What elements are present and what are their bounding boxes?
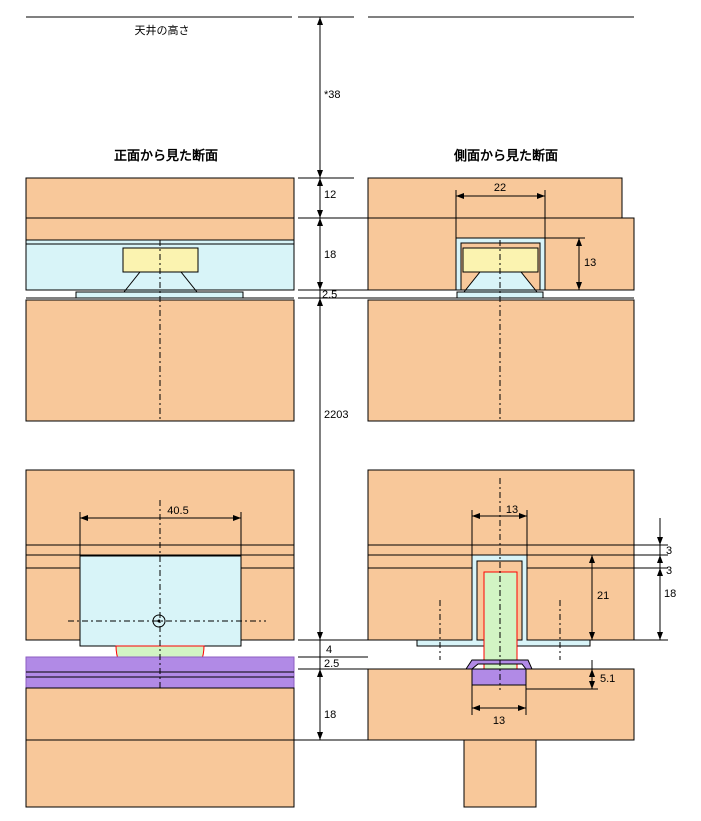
dim-22-label: 22 [494,182,506,194]
side-door-upper [367,299,635,422]
front-upper-wood [25,177,295,241]
dim-13-bottom-arrow-left [472,705,480,711]
side-rail-block [471,668,527,686]
dim-22-arrow-left [456,193,464,199]
dim-13-mid-arrow-right [519,513,527,519]
dim-13-top-arrow-down [576,282,582,290]
dim-21-label: 21 [597,590,609,602]
dim-13-mid-arrow-left [472,513,480,519]
dim-38-arrow-bottom [317,170,323,178]
dim-13-bottom-label: 13 [493,715,505,727]
dim-2203-label: 2203 [324,409,348,421]
dim-4-label: 4 [326,644,332,656]
dim-18-right-arrow-down [657,632,663,640]
dim-3a-arrow-down [657,537,663,545]
dim-13-top-label: 13 [584,257,596,269]
dim-3b-label: 3 [666,565,672,577]
dim-5-1-arrow-up [589,669,595,677]
front-section-title: 正面から見た断面 [114,148,218,163]
dim-13-top-arrow-up [576,238,582,246]
ceiling-height-label: 天井の高さ [135,23,190,37]
dim-3b-arrow-up [657,568,663,576]
dim-18-top-label: 18 [324,249,336,261]
dim-13-bottom-arrow-right [518,705,526,711]
dim-40-5-label: 40.5 [167,505,188,517]
dim-12-arrow-top [317,178,323,186]
dim-21-arrow-down [589,632,595,640]
dim-40-5-arrow-right [233,515,241,521]
front-door-upper [25,299,295,422]
dim-3a-label: 3 [666,545,672,557]
dim-18-right-label: 18 [664,588,676,600]
side-post [463,739,537,808]
dim-2203-arrow-bottom [317,632,323,640]
dim-18-bottom-label: 18 [324,709,336,721]
dim-5-1-label: 5.1 [600,673,615,685]
labels: 天井の高さ 正面から見た断面 側面から見た断面 *38 12 18 2.5 22… [114,23,676,727]
dim-18b-arrow-bottom [317,732,323,740]
dim-12-arrow-bottom [317,210,323,218]
front-floor [25,687,295,808]
dim-13-mid-label: 13 [506,504,518,516]
side-view [367,177,668,808]
dim-2203-arrow-top [317,298,323,306]
dim-2-5-bottom-label: 2.5 [324,658,339,670]
dim-38-label: *38 [324,89,341,101]
dim-38-arrow-top [317,17,323,25]
dim-18-arrow-bottom [317,282,323,290]
dim-2-5-top-label: 2.5 [322,289,337,301]
dim-21-arrow-up [589,555,595,563]
dim-5-1-arrow-down [589,681,595,689]
side-section-title: 側面から見た断面 [453,148,558,163]
dim-12-label: 12 [324,189,336,201]
dim-3a-arrow-up [657,555,663,563]
dim-18-arrow-top [317,218,323,226]
dim-18b-arrow-top [317,669,323,677]
front-view [25,177,295,808]
dim-40-5-arrow-left [80,515,88,521]
center-dimensions [26,16,634,741]
dim-22-arrow-right [537,193,545,199]
side-upper-wood [367,177,623,219]
